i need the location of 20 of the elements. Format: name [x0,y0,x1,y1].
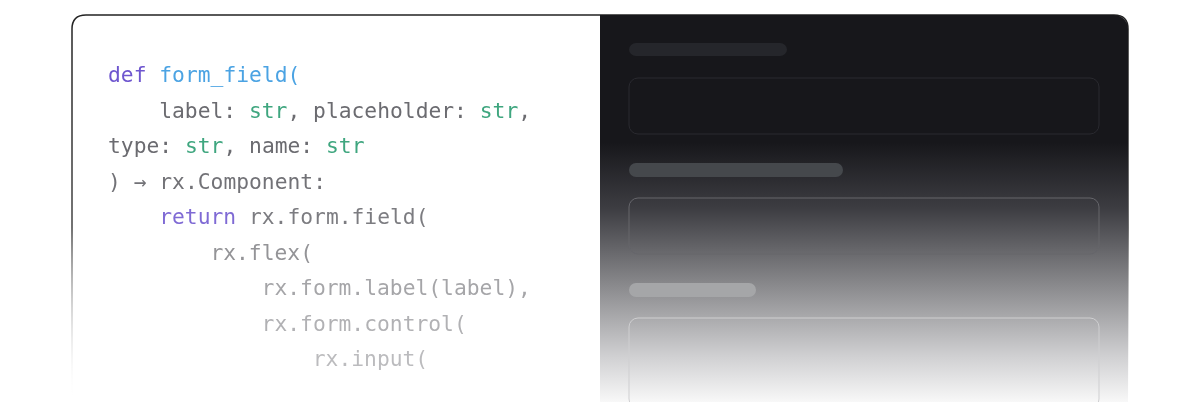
code-type: str [326,133,365,158]
code-type: str [248,97,288,123]
code-function-name: form_field( [159,62,301,87]
code-keyword: def [108,62,147,87]
code-text: , [223,133,237,158]
code-text: rx.form.control( [261,310,467,336]
code-keyword: return [159,204,237,229]
code-text: placeholder: [313,97,467,123]
code-text: rx.flex( [210,239,313,265]
code-type: str [479,97,519,123]
code-text: rx.form.label(label), [261,275,531,300]
code-text: ) → rx.Component: [108,168,326,194]
code-type: str [184,133,224,158]
code-text: type: [108,133,173,158]
code-text: , [287,97,301,123]
code-text: rx.input( [312,346,429,371]
code-text: name: [249,133,314,158]
code-text: rx.form.field( [248,204,429,229]
code-text: , [518,97,532,123]
code-text: label: [159,97,237,123]
